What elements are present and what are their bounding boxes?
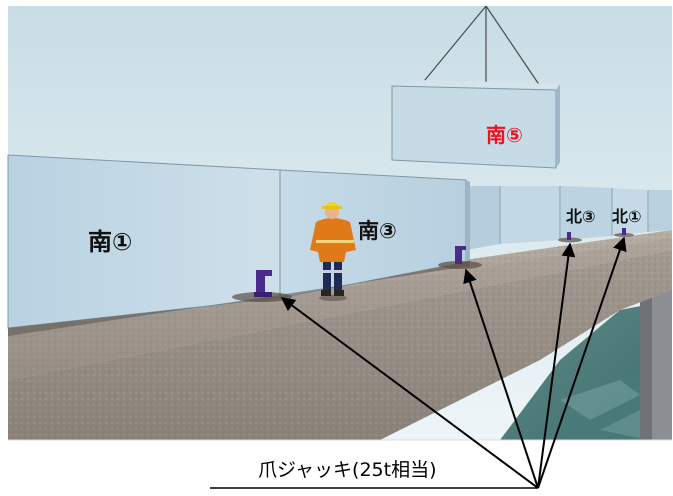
- caption-claw-jack: 爪ジャッキ(25t相当): [258, 459, 437, 481]
- deck-slab-side: [8, 250, 672, 440]
- claw-jack-3: [558, 232, 582, 243]
- deck-surface: [8, 230, 672, 380]
- claw-jack-2: [438, 246, 482, 269]
- label-south-5: 南⑤: [486, 123, 523, 147]
- label-north-3: 北③: [566, 207, 596, 226]
- pointer-arrows: [280, 236, 627, 489]
- arrow-to-jack-3: [537, 242, 576, 489]
- wall-segments-far: [466, 186, 672, 250]
- claw-jack-4: [614, 228, 634, 237]
- bridge-pier: [640, 284, 672, 440]
- crane-cables: [419, 5, 541, 87]
- claw-jack-1: [232, 270, 292, 302]
- label-south-3: 南③: [358, 219, 397, 243]
- arrow-to-jack-2: [463, 268, 539, 489]
- arrow-to-jack-4: [537, 236, 627, 489]
- label-south-1: 南①: [88, 228, 132, 256]
- arrow-to-jack-1: [280, 297, 539, 489]
- worker-icon: [310, 202, 356, 301]
- suspended-block-south-5: [391, 80, 560, 169]
- wall-base-shadow: [8, 260, 470, 336]
- river-water: [500, 300, 672, 440]
- label-north-1: 北①: [612, 207, 642, 226]
